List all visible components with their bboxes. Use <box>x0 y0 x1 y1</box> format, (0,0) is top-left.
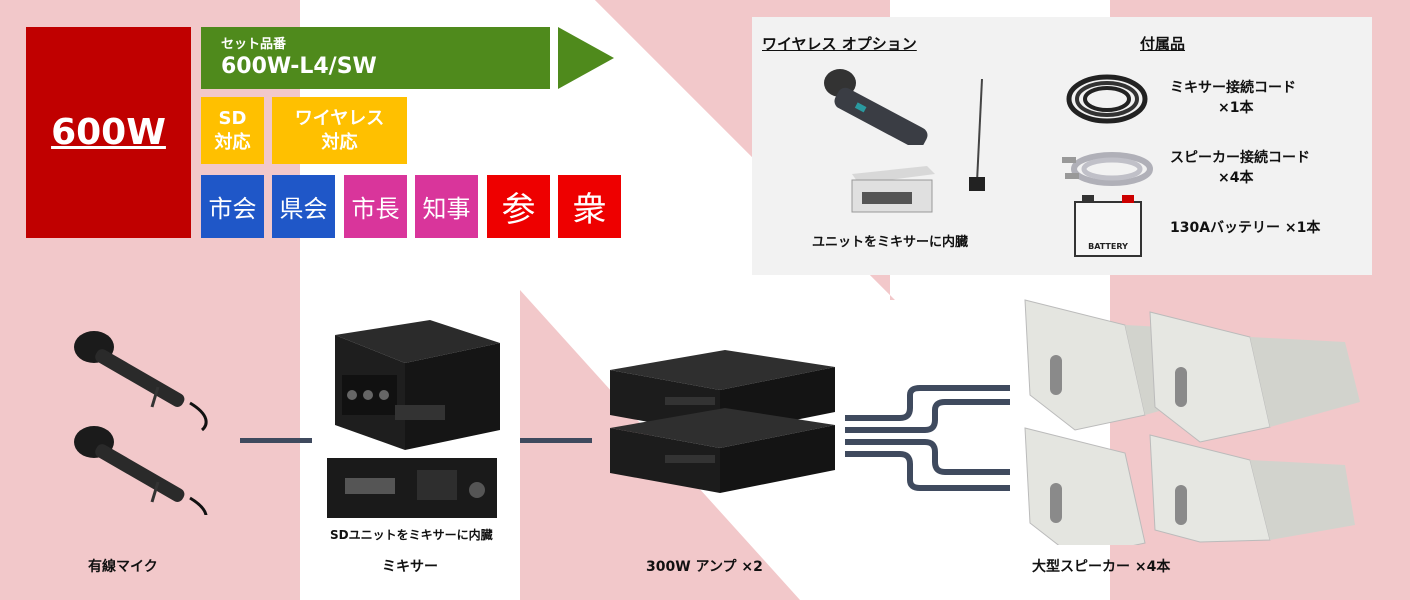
wireless-microphone-image <box>824 69 928 145</box>
accessory-speaker-cord: スピーカー接続コード ×4本 <box>1170 147 1310 187</box>
horn-speaker-image <box>1024 299 1360 545</box>
usage-badge-label: 市長 <box>351 195 400 223</box>
usage-badge-label: 市会 <box>208 195 257 223</box>
accessories-title: 付属品 <box>1140 35 1186 53</box>
accessory-qty: ×4本 <box>1218 170 1254 186</box>
wireless-unit-image <box>851 166 935 213</box>
power-rating-box: 600W <box>26 27 191 238</box>
wired-microphone-image <box>74 331 208 515</box>
wireless-options-title: ワイヤレス オプション <box>762 35 917 53</box>
accessory-name: スピーカー接続コード <box>1170 150 1310 166</box>
usage-badge-upper-house: 参 <box>487 175 550 238</box>
wireless-unit-caption: ユニットをミキサーに内臓 <box>812 235 969 250</box>
power-rating-label: 600W <box>51 112 166 153</box>
mixer-image <box>335 320 500 450</box>
mixer-label: ミキサー <box>382 559 438 575</box>
accessory-qty: ×1本 <box>1218 100 1254 116</box>
options-panel: ワイヤレス オプション 付属品 ユニットをミキサーに内臓 BATTERY ミキサ… <box>752 17 1372 275</box>
battery-image: BATTERY <box>1074 195 1142 257</box>
accessory-battery: 130Aバッテリー ×1本 <box>1170 217 1320 237</box>
accessory-name: ミキサー接続コード <box>1170 80 1296 96</box>
sd-support-badge: SD 対応 <box>201 97 264 164</box>
speaker-label: 大型スピーカー ×4本 <box>1032 559 1171 575</box>
battery-label: BATTERY <box>1088 242 1128 251</box>
usage-badge-city-council: 市会 <box>201 175 264 238</box>
usage-badge-label: 衆 <box>572 190 607 230</box>
amplifier-image <box>610 350 835 493</box>
usage-badge-label: 知事 <box>422 195 471 223</box>
connector-line <box>520 438 592 443</box>
speaker-cables <box>845 385 1010 491</box>
usage-badge-governor: 知事 <box>415 175 478 238</box>
speaker-cord-image <box>1062 152 1153 186</box>
sd-unit-image <box>327 458 497 518</box>
sd-badge-line2: 対応 <box>214 131 251 153</box>
usage-badge-prefectural-council: 県会 <box>272 175 335 238</box>
usage-badge-lower-house: 衆 <box>558 175 621 238</box>
set-number-banner: セット品番 600W-L4/SW <box>201 27 550 89</box>
wireless-badge-line2: 対応 <box>321 131 358 153</box>
wireless-badge-line1: ワイヤレス <box>294 107 385 129</box>
antenna-image <box>969 78 985 191</box>
amp-label: 300W アンプ ×2 <box>646 559 763 575</box>
mixer-cord-image <box>1066 74 1148 124</box>
arrow-right-icon <box>558 27 614 89</box>
connector-line <box>240 438 312 443</box>
mic-label: 有線マイク <box>88 559 158 575</box>
set-number-small-label: セット品番 <box>221 37 287 52</box>
usage-badge-label: 県会 <box>279 195 328 223</box>
set-number-model: 600W-L4/SW <box>221 54 377 79</box>
wireless-support-badge: ワイヤレス 対応 <box>272 97 407 164</box>
sd-unit-caption: SDユニットをミキサーに内臓 <box>330 528 493 542</box>
accessory-mixer-cord: ミキサー接続コード ×1本 <box>1170 77 1296 117</box>
usage-badge-label: 参 <box>501 190 536 230</box>
accessory-name: 130Aバッテリー ×1本 <box>1170 220 1321 236</box>
sd-badge-line1: SD <box>218 107 247 129</box>
usage-badge-mayor: 市長 <box>344 175 407 238</box>
